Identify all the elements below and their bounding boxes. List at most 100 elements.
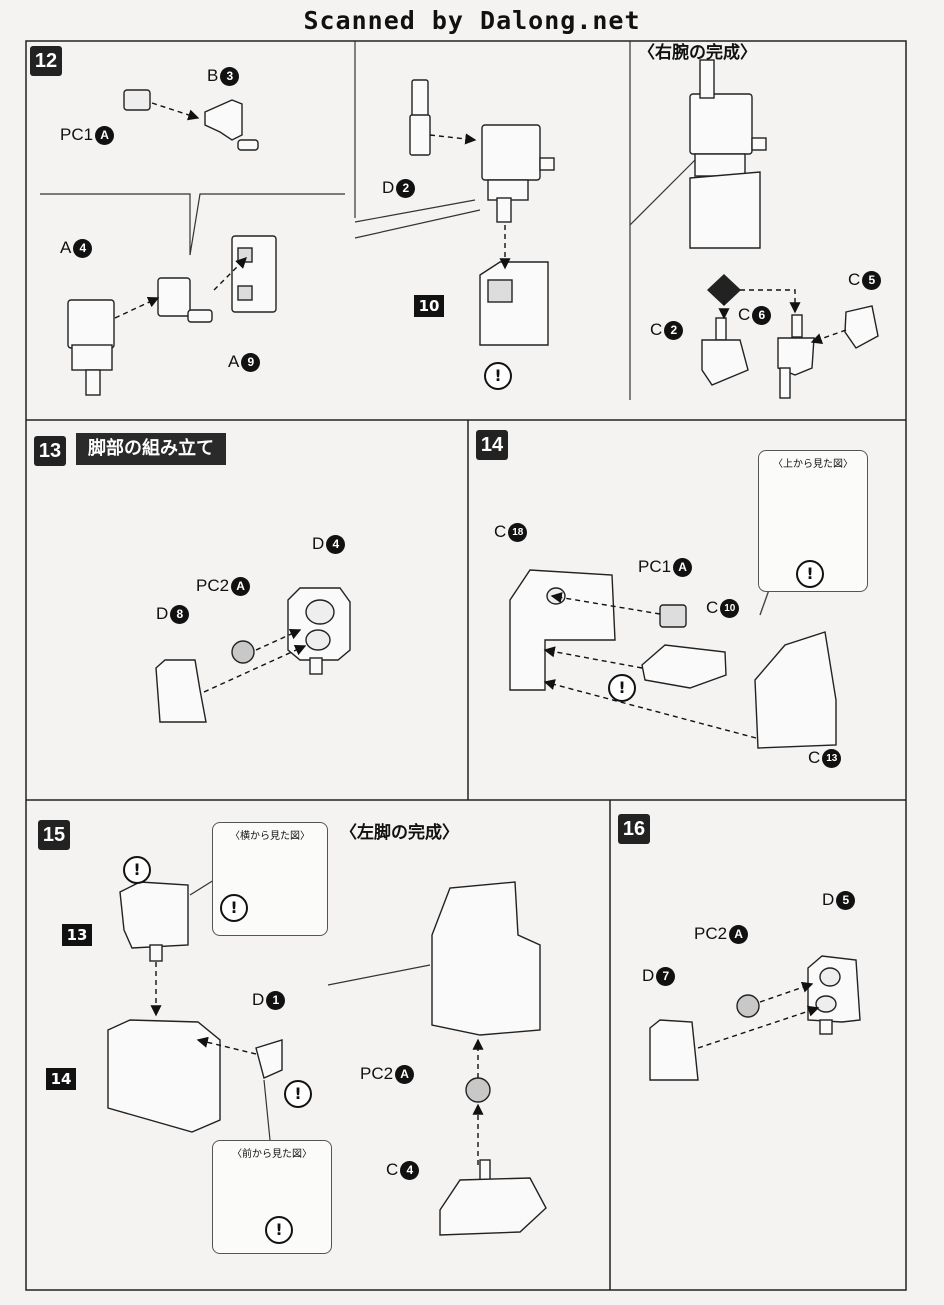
caution-icon: ! (484, 362, 512, 390)
part-number: A (231, 576, 251, 596)
part-letter: C (808, 748, 821, 767)
part-10 (479, 261, 549, 346)
inset-pointer (189, 879, 215, 896)
part-label: D 2 (382, 178, 416, 198)
joint-part (157, 277, 191, 317)
part-label: C 5 (848, 270, 882, 290)
part-number: 13 (822, 748, 842, 768)
part-letter: PC2 (196, 576, 230, 595)
part-letter: D (382, 178, 395, 197)
part-d8 (155, 659, 207, 723)
right-arm-block (689, 93, 753, 155)
part-c18 (509, 569, 616, 691)
right-arm-peg (751, 137, 767, 151)
pc2-ball (465, 1077, 491, 1103)
part-label: D 1 (252, 990, 286, 1010)
part-d4-socket (305, 629, 331, 651)
part-letter: C (650, 320, 663, 339)
part-number: A (395, 1064, 415, 1084)
assembly-arrow (114, 297, 160, 319)
zoom-callout (327, 964, 431, 986)
step-number: 13 (34, 436, 66, 466)
hand-c6 (791, 314, 803, 338)
assembly-arrow (543, 646, 643, 669)
part-d4-socket (305, 599, 335, 625)
part-label: PC1 A (638, 557, 693, 577)
side-view-inset: 〈横から見た図〉 (212, 822, 328, 936)
part-a9-hole (237, 247, 253, 263)
caution-icon: ! (220, 894, 248, 922)
assembly-arrow (196, 1036, 257, 1055)
section-title: 〈右腕の完成〉 (638, 43, 757, 63)
part-letter: D (822, 890, 835, 909)
zoom-callout (40, 193, 345, 256)
part-letter: D (156, 604, 169, 623)
part-c13 (754, 631, 837, 749)
part-letter: D (312, 534, 325, 553)
part-number: 6 (752, 305, 772, 325)
part-letter: D (642, 966, 655, 985)
part-10-slot (487, 279, 513, 303)
part-b3 (204, 99, 243, 141)
step-number: 14 (476, 430, 508, 460)
pc2-ball (231, 640, 255, 664)
part-label: C 6 (738, 305, 772, 325)
part-13-peg (149, 944, 163, 962)
inset-label: 〈前から見た図〉 (232, 1149, 312, 1160)
part-number: 5 (862, 270, 882, 290)
assembly-arrow (151, 102, 200, 121)
part-number: 4 (400, 1160, 420, 1180)
part-d5-peg (819, 1019, 833, 1035)
part-number: A (673, 557, 693, 577)
caution-icon: ! (284, 1080, 312, 1108)
part-letter: C (738, 305, 751, 324)
assembly-arrow (213, 257, 247, 291)
part-c10 (641, 644, 727, 689)
arm-block (487, 179, 529, 201)
part-ref-badge: 14 (46, 1068, 76, 1090)
assembly-arrow (550, 592, 661, 615)
joint-peg (187, 309, 213, 323)
part-d4-peg (309, 657, 323, 675)
right-arm-mid (694, 153, 746, 177)
part-ref-badge: 13 (62, 924, 92, 946)
inset-label: 〈上から見た図〉 (773, 459, 853, 470)
part-label: D 4 (312, 534, 346, 554)
part-a4-peg (85, 369, 101, 396)
assembly-arrow (203, 644, 307, 693)
arm-shaft (496, 197, 512, 223)
part-label: D 8 (156, 604, 190, 624)
part-letter: C (386, 1160, 399, 1179)
part-13 (119, 881, 189, 949)
part-c4 (439, 1177, 547, 1236)
step-number: 15 (38, 820, 70, 850)
part-letter: B (207, 66, 219, 85)
part-letter: A (60, 238, 72, 257)
hand-c6-peg (779, 367, 791, 399)
caution-icon: ! (608, 674, 636, 702)
part-label: PC2 A (694, 924, 749, 944)
caution-icon: ! (796, 560, 824, 588)
zoom-callout (354, 209, 481, 239)
section-title: 〈左脚の完成〉 (340, 823, 459, 843)
part-letter: C (706, 598, 719, 617)
caution-icon: ! (265, 1216, 293, 1244)
part-number: 2 (664, 320, 684, 340)
part-letter: PC2 (694, 924, 728, 943)
part-ref-badge: 10 (414, 295, 444, 317)
pc1-joint (659, 604, 687, 628)
part-letter: PC1 (60, 125, 94, 144)
part-number: 5 (836, 890, 856, 910)
section-title: 脚部の組み立て (76, 433, 226, 465)
inset-label: 〈横から見た図〉 (230, 831, 310, 842)
assembly-arrow (759, 981, 814, 1003)
part-number: 7 (656, 966, 676, 986)
arm-block (481, 124, 541, 181)
part-d5-socket (819, 967, 841, 987)
part-letter: A (228, 352, 240, 371)
part-label: D 5 (822, 890, 856, 910)
part-label: PC1 A (60, 125, 115, 145)
assembly-arrow (810, 329, 847, 345)
part-number: 2 (396, 178, 416, 198)
